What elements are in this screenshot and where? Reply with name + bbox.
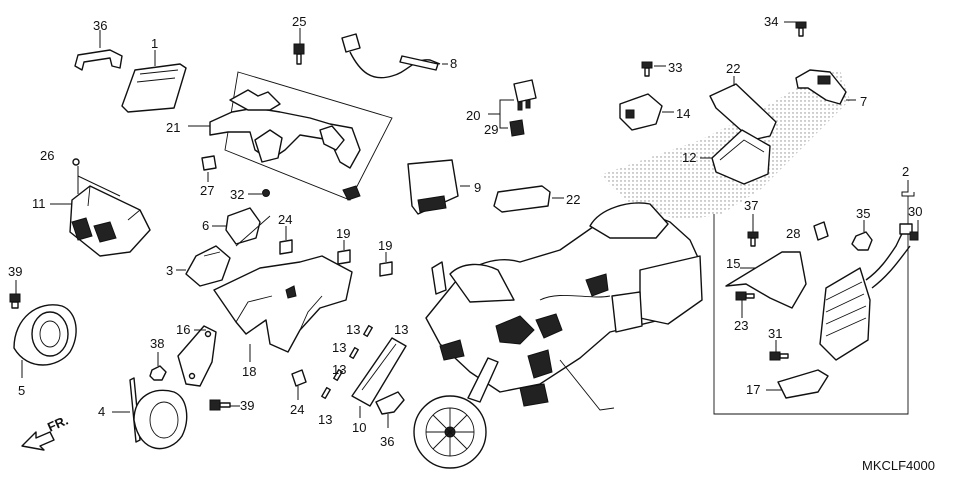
part-15-bracket [725,251,807,309]
part-36-clip [74,49,123,71]
callout-19-right: 19 [378,238,392,253]
callout-31: 31 [768,326,782,341]
callout-27: 27 [200,183,214,198]
part-24-clip-lower [291,369,307,387]
part-19-clip-left [337,249,351,265]
callout-13-c: 13 [332,340,346,355]
callout-26: 26 [40,148,54,163]
part-13-pins [321,324,373,400]
part-39-bolt-left [9,293,21,309]
part-5-horn [13,304,77,366]
part-20-relay [513,79,537,111]
callout-10: 10 [352,420,366,435]
part-1-module [121,63,187,113]
callout-7: 7 [860,94,867,109]
part-24-clip-upper [279,239,293,255]
callout-22-lower: 22 [566,192,580,207]
part-8-harness [341,33,441,79]
callout-39-left: 39 [8,264,22,279]
callout-37: 37 [744,198,758,213]
part-33-bolt [641,61,653,77]
callout-39-right: 39 [240,398,254,413]
callout-3: 3 [166,263,173,278]
callout-30: 30 [908,204,922,219]
part-22-cover-lower [493,185,551,213]
part-18-panel [213,255,353,353]
part-3-connector [185,245,231,287]
callout-22-upper: 22 [726,61,740,76]
part-35-nut [851,231,873,251]
callout-16: 16 [176,322,190,337]
callout-18: 18 [242,364,256,379]
part-6-relay [225,207,261,245]
callout-13-e: 13 [318,412,332,427]
callout-19-left: 19 [336,226,350,241]
part-11-control-unit [69,158,151,257]
part-12-battery-case [711,129,771,185]
callout-11: 11 [32,196,46,211]
callout-24-upper: 24 [278,212,292,227]
part-19-clip-right [379,261,393,277]
part-14-sensor [619,93,663,131]
callout-32: 32 [230,187,244,202]
callout-13-a: 13 [346,322,360,337]
callout-29: 29 [484,122,498,137]
part-32-nut [262,189,270,197]
callout-21: 21 [166,120,180,135]
motorcycle [413,202,703,469]
part-22-cover-upper [709,83,777,141]
callout-33: 33 [668,60,682,75]
part-17-cover [777,369,829,399]
callout-36-lower: 36 [380,434,394,449]
callout-17: 17 [746,382,760,397]
part-31-bolt [769,351,789,361]
callout-6: 6 [202,218,209,233]
callout-13-d: 13 [332,362,346,377]
front-indicator-label: FR. [45,413,70,435]
part-10-cover [351,337,407,407]
callout-24-lower: 24 [290,402,304,417]
callout-2: 2 [902,164,909,179]
callout-35: 35 [856,206,870,221]
front-direction-arrow [21,431,55,451]
callout-12: 12 [682,150,696,165]
part-7-bracket [795,69,847,105]
callout-34: 34 [764,14,778,29]
part-37-bolt [747,231,759,247]
part-36-clip-lower [375,391,405,415]
part-25-bolt [293,43,305,65]
callout-14: 14 [676,106,690,121]
part-21-bracket [209,71,393,201]
part-9-ecu [407,159,459,215]
part-39-bolt-right [209,399,231,411]
callout-23: 23 [734,318,748,333]
callout-28: 28 [786,226,800,241]
callout-20: 20 [466,108,480,123]
callout-38: 38 [150,336,164,351]
part-29-grommet [509,119,525,137]
part-34-screw [795,21,807,37]
part-4-horn [129,377,188,450]
callout-15: 15 [726,256,740,271]
callout-4: 4 [98,404,105,419]
callout-5: 5 [18,383,25,398]
part-27-clip [201,155,217,171]
part-2-regulator-assembly [713,180,919,415]
callout-9: 9 [474,180,481,195]
part-23-bolt [735,291,755,301]
callout-36-top: 36 [93,18,107,33]
callout-13-b: 13 [394,322,408,337]
part-38-nut [149,365,167,381]
callout-25: 25 [292,14,306,29]
part-16-bracket [177,325,217,387]
diagram-code: MKCLF4000 [862,458,935,473]
part-28-clip [813,221,829,241]
callout-1: 1 [151,36,158,51]
callout-8: 8 [450,56,457,71]
